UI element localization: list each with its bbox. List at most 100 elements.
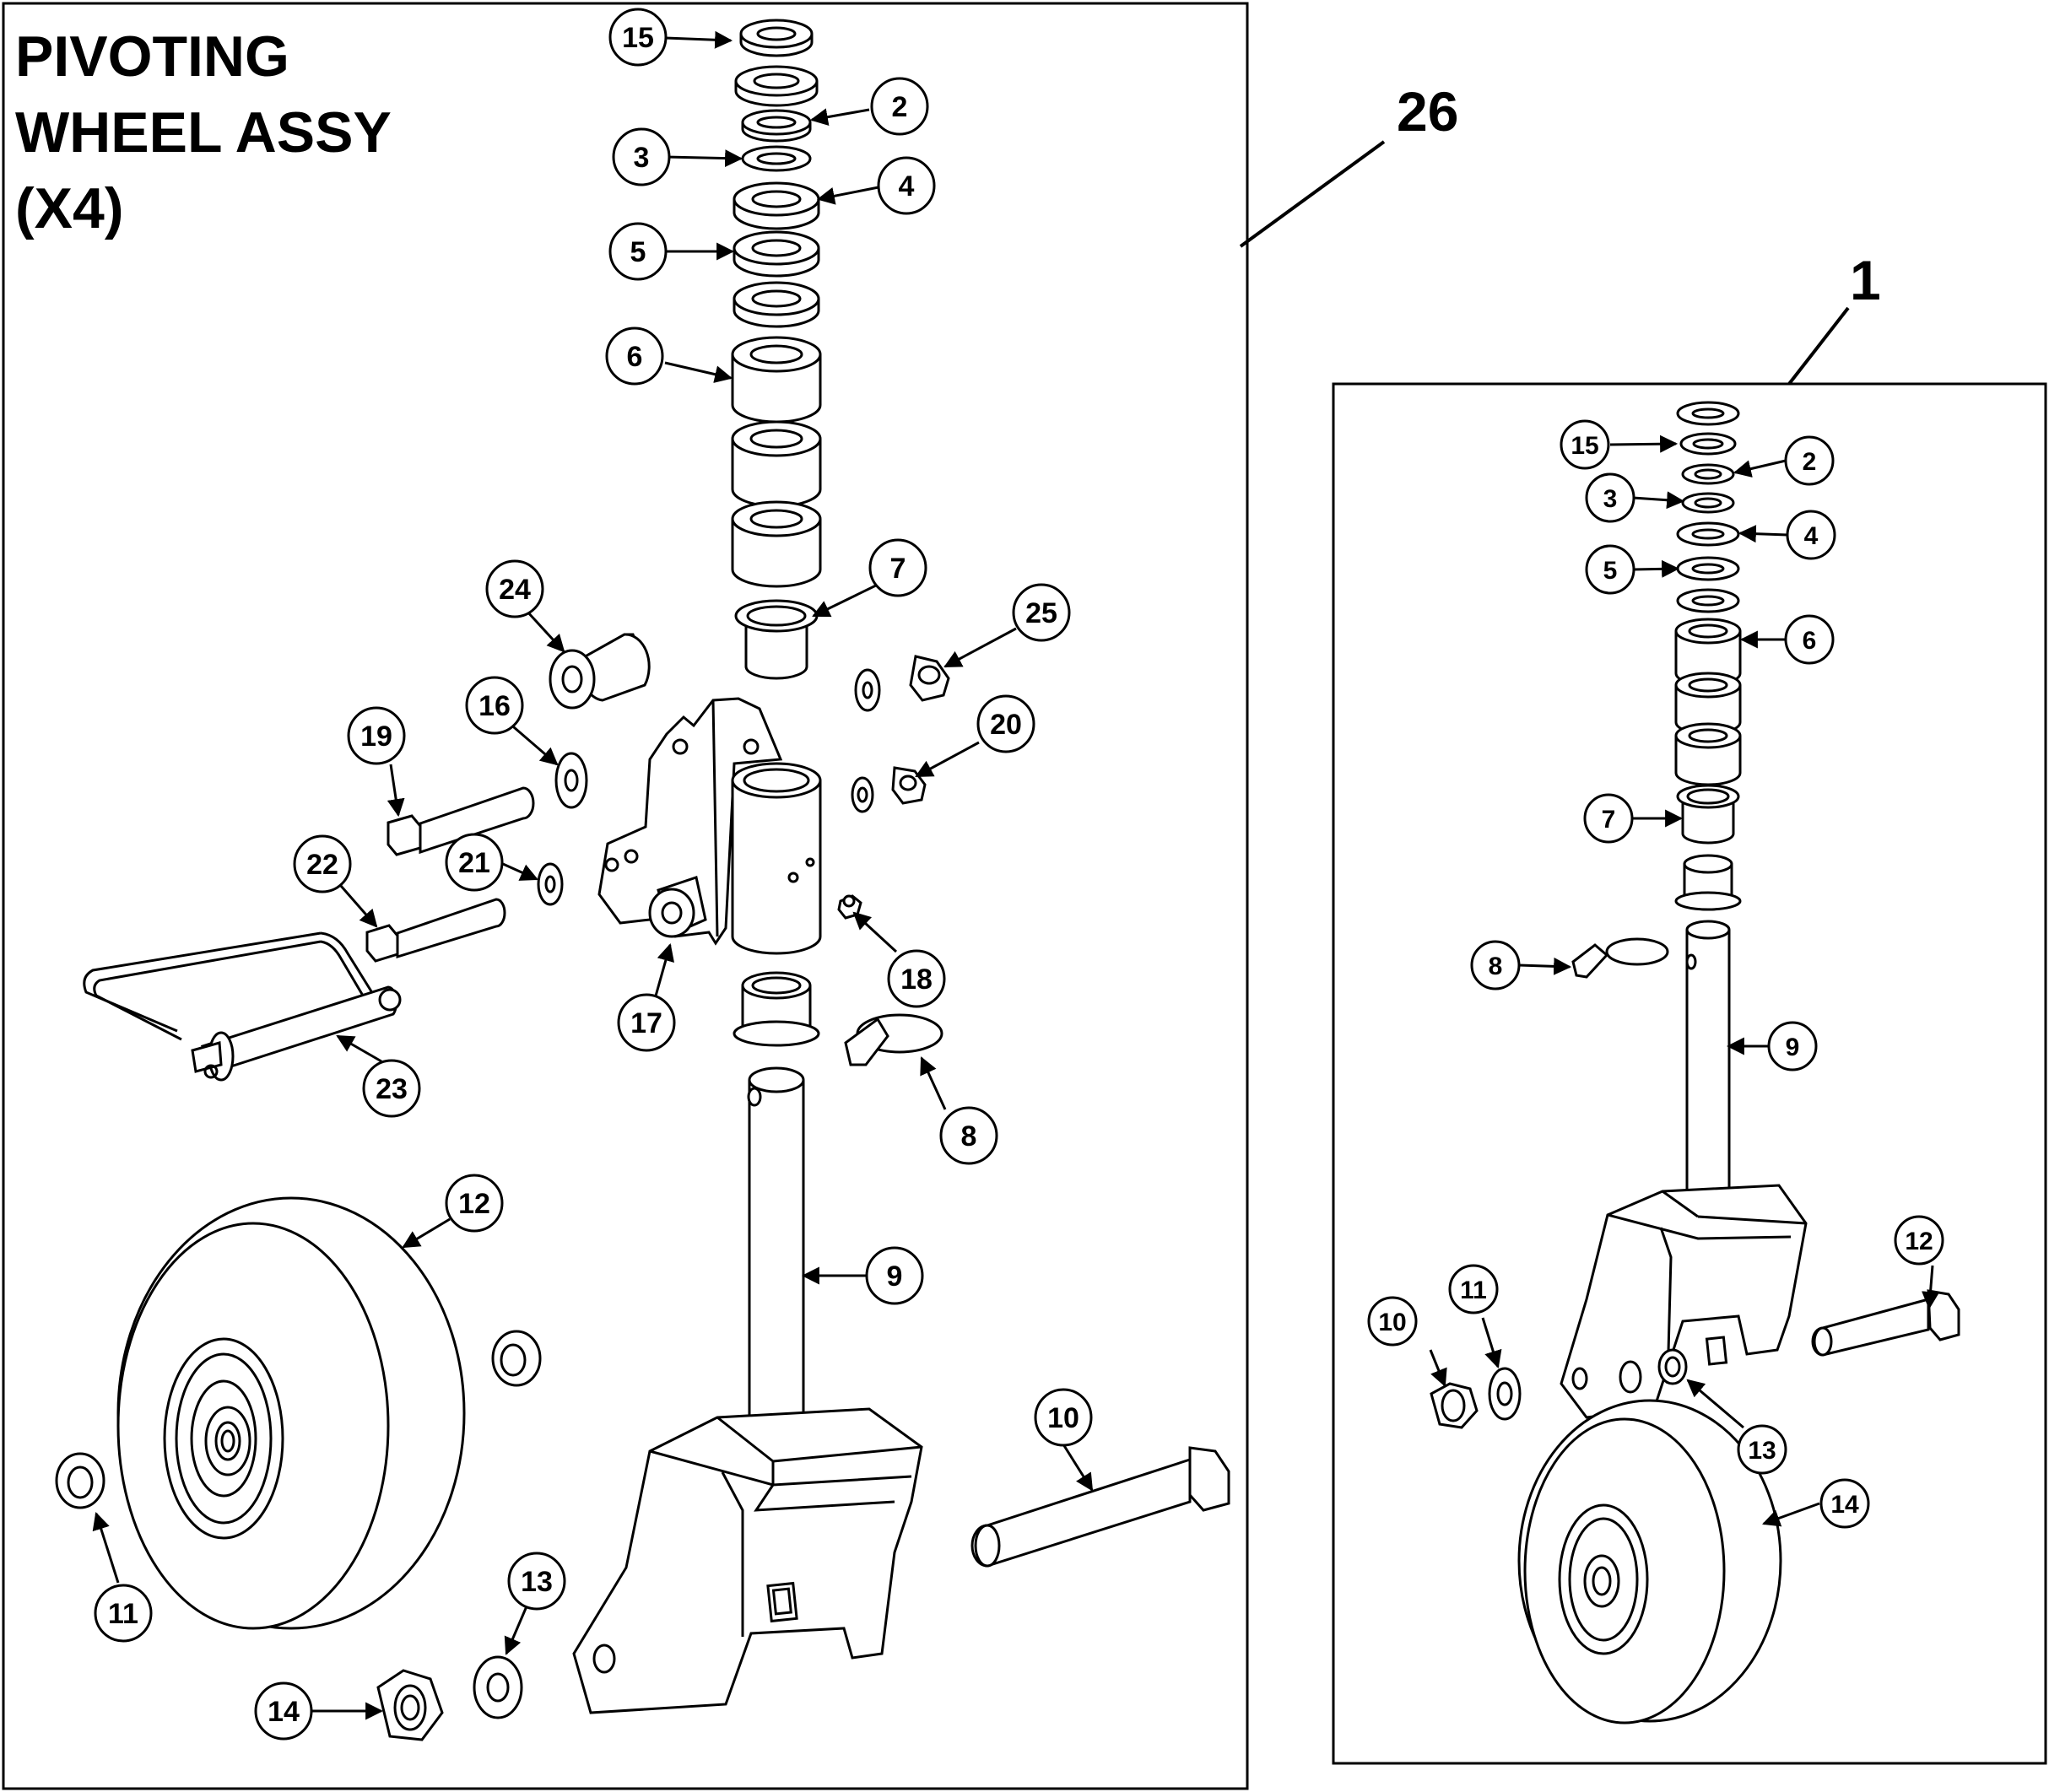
- inset-flange-bushing-top: [1676, 784, 1740, 845]
- svg-text:14: 14: [1830, 1491, 1859, 1519]
- callout-20: 20: [976, 694, 1035, 753]
- inset-caster-fork: [1560, 1184, 1808, 1419]
- callout-12: 12: [445, 1174, 504, 1233]
- inset-assembly-frame: [1332, 382, 2047, 1765]
- inset-parts: [1430, 401, 1960, 1725]
- title-line-3: (X4): [15, 176, 123, 240]
- svg-text:5: 5: [1603, 557, 1618, 585]
- svg-text:12: 12: [458, 1188, 490, 1220]
- svg-text:13: 13: [1748, 1437, 1776, 1465]
- callout-21: 21: [445, 833, 504, 892]
- flange-bushing-top: [734, 599, 819, 680]
- inset-callout-14: 14: [1819, 1478, 1870, 1529]
- inset-wheel-14: [1517, 1399, 1782, 1725]
- svg-text:20: 20: [990, 709, 1022, 741]
- svg-text:2: 2: [1803, 448, 1817, 476]
- svg-text:14: 14: [268, 1696, 300, 1728]
- svg-text:23: 23: [376, 1073, 408, 1105]
- main-parts: [55, 19, 1230, 1741]
- svg-text:10: 10: [1047, 1402, 1079, 1434]
- inset-callout-7: 7: [1583, 793, 1634, 844]
- title-line-2: WHEEL ASSY: [15, 100, 392, 165]
- svg-text:7: 7: [890, 553, 906, 585]
- callout-6: 6: [605, 327, 664, 386]
- callout-13: 13: [507, 1552, 566, 1611]
- washer-stack: [733, 19, 820, 328]
- svg-text:16: 16: [478, 690, 511, 722]
- inset-callout-6: 6: [1784, 614, 1835, 665]
- bushing-stack: [731, 336, 822, 588]
- svg-text:8: 8: [961, 1120, 977, 1152]
- inset-callout-5: 5: [1585, 544, 1635, 595]
- nut-20: [851, 766, 927, 813]
- spacer-17: [648, 876, 707, 938]
- inset-flange-bushing-bottom: [1674, 854, 1742, 911]
- callout-25: 25: [1012, 583, 1071, 642]
- callouts-main: 15 2 3 4 5 6 7 24 25 16 20 19 21 22 17 1…: [94, 8, 1093, 1741]
- svg-text:18: 18: [900, 963, 933, 996]
- wheel-spacer-right: [491, 1330, 542, 1387]
- callout-19: 19: [347, 706, 406, 765]
- callout-17: 17: [617, 993, 676, 1052]
- callout-8: 8: [939, 1106, 998, 1165]
- nut-14: [376, 1669, 444, 1741]
- mounting-bracket: [597, 697, 783, 946]
- svg-text:8: 8: [1489, 953, 1503, 980]
- svg-text:13: 13: [521, 1566, 553, 1598]
- assembly-leader-inset: [1787, 306, 1850, 386]
- svg-text:9: 9: [1786, 1034, 1800, 1061]
- svg-text:24: 24: [499, 574, 531, 606]
- svg-text:12: 12: [1905, 1228, 1933, 1255]
- callouts-inset: 15 2 3 4 5 6 7 8 9 10 11 12 13 14: [1367, 419, 1944, 1529]
- title-line-1: PIVOTING: [15, 24, 289, 89]
- svg-text:22: 22: [306, 849, 338, 881]
- svg-text:4: 4: [899, 170, 915, 202]
- washer-13: [473, 1655, 523, 1719]
- washer-16: [554, 752, 588, 809]
- callout-24: 24: [485, 559, 544, 618]
- svg-text:21: 21: [458, 847, 490, 879]
- inset-washer-11: [1488, 1367, 1522, 1421]
- svg-text:6: 6: [627, 341, 643, 373]
- callout-3: 3: [612, 127, 671, 186]
- inset-callout-15: 15: [1560, 419, 1610, 470]
- inset-callout-11: 11: [1448, 1264, 1499, 1314]
- callout-16: 16: [465, 676, 524, 735]
- inset-callout-4: 4: [1786, 510, 1836, 560]
- inset-clip: [1571, 937, 1669, 979]
- inset-callout-12: 12: [1894, 1215, 1944, 1266]
- washer-21: [537, 862, 564, 906]
- inset-nut-10: [1430, 1382, 1479, 1429]
- svg-text:11: 11: [108, 1598, 138, 1630]
- wheel-12: [116, 1196, 466, 1630]
- svg-text:9: 9: [887, 1260, 903, 1293]
- svg-text:19: 19: [360, 721, 392, 753]
- callout-2: 2: [870, 77, 929, 136]
- lynch-pin-23: [83, 931, 402, 1082]
- nut-25: [854, 655, 950, 712]
- assembly-label-main: 26: [1397, 80, 1458, 143]
- grease-fitting-18: [837, 894, 862, 920]
- inset-bolt-12: [1811, 1289, 1960, 1357]
- assembly-label-inset: 1: [1850, 249, 1881, 311]
- callout-22: 22: [293, 834, 352, 893]
- main-assembly-frame: [2, 2, 1249, 1790]
- inset-callout-9: 9: [1767, 1021, 1818, 1071]
- callout-15: 15: [608, 8, 668, 67]
- callout-5: 5: [608, 222, 668, 281]
- inset-callout-8: 8: [1470, 940, 1521, 990]
- wheel-spacer-11: [55, 1452, 105, 1509]
- svg-text:3: 3: [1603, 485, 1618, 513]
- svg-text:11: 11: [1460, 1277, 1487, 1304]
- callout-23: 23: [362, 1059, 421, 1118]
- svg-text:25: 25: [1025, 597, 1057, 629]
- leader-lines: [92, 30, 1939, 1720]
- inset-callout-10: 10: [1367, 1296, 1418, 1347]
- inset-callout-3: 3: [1585, 472, 1635, 523]
- callout-11: 11: [94, 1584, 153, 1643]
- callout-18: 18: [887, 949, 946, 1008]
- inset-callout-13: 13: [1737, 1424, 1787, 1475]
- bolt-22: [365, 898, 506, 963]
- flange-bushing-bottom: [733, 971, 820, 1047]
- svg-text:4: 4: [1804, 522, 1819, 550]
